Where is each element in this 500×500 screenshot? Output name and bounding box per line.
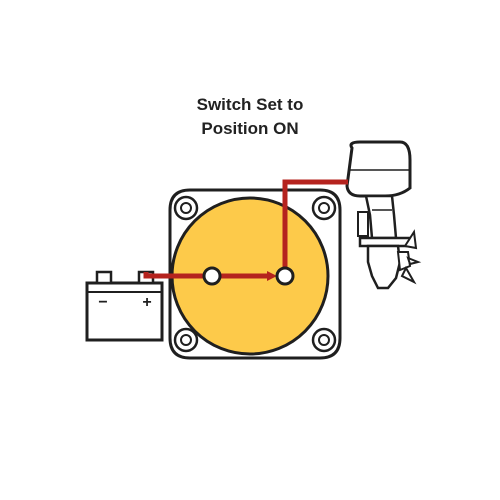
battery-positive-symbol: + [142,294,151,311]
switch-terminal-left [202,266,222,286]
battery-icon: − + [85,270,164,342]
mount-hole-top-left [173,195,199,221]
battery-negative-terminal [95,270,113,285]
wiring [143,179,348,281]
diagram-title: Switch Set to Position ON [0,93,500,141]
mount-hole-bottom-right [311,327,337,353]
title-line-2: Position ON [201,119,299,138]
outboard-motor-icon [345,140,422,290]
battery-negative-symbol: − [98,294,107,311]
mount-hole-bottom-left [173,327,199,353]
wire-switch-to-motor [282,179,348,268]
mount-hole-top-right [311,195,337,221]
title-line-1: Switch Set to [196,95,304,114]
wire-battery-to-switch [143,272,203,279]
switch-terminal-right [275,266,295,286]
